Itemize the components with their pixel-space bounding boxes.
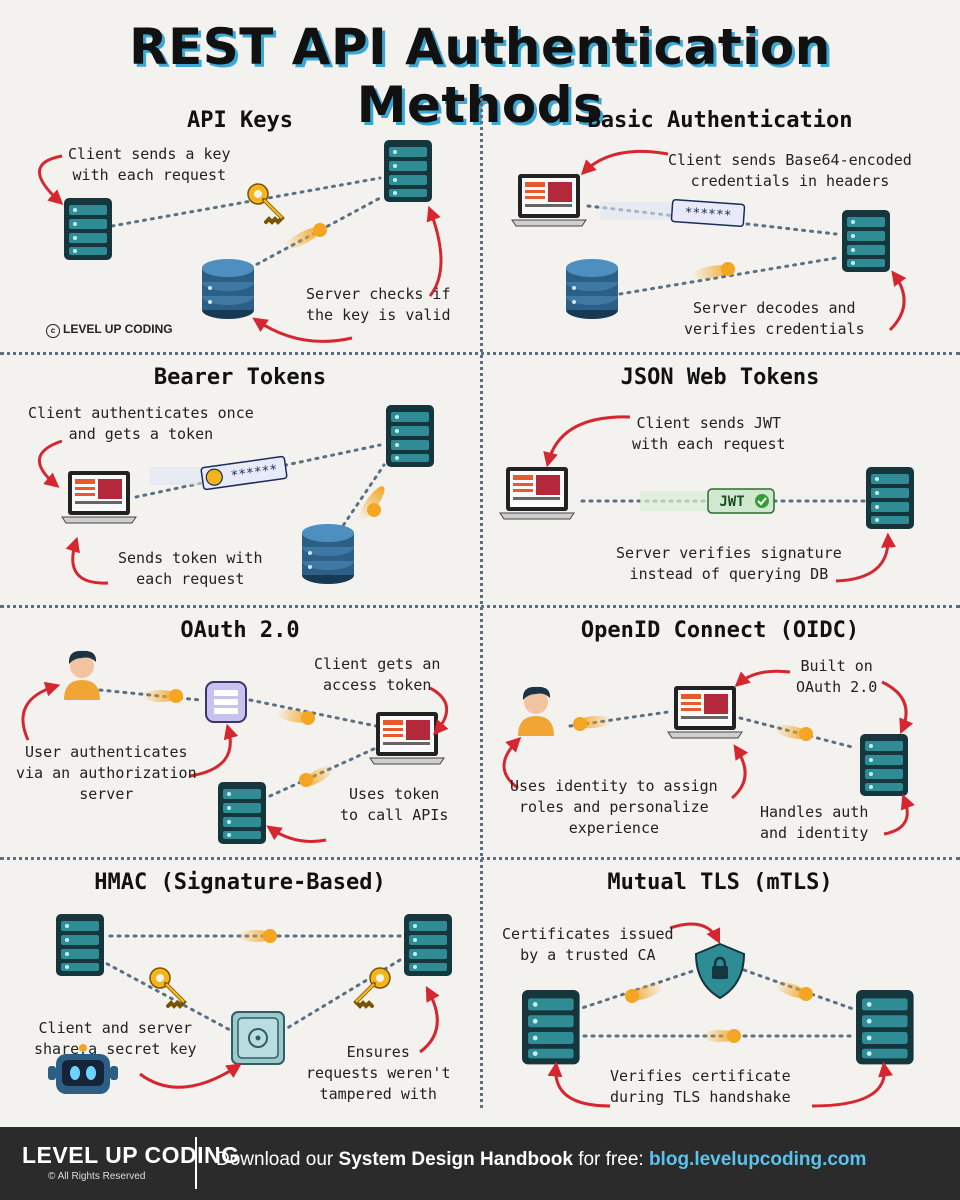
annotation-server-verifies-signature: Server verifies signature instead of que… — [616, 544, 842, 583]
hmac-diagram — [48, 914, 452, 1094]
safe-icon — [231, 1011, 285, 1065]
oidc-diagram — [502, 669, 915, 836]
client-server-icon — [522, 990, 580, 1065]
panel-oauth: OAuth 2.0 Client gets an access token Us… — [0, 608, 480, 861]
panel-bearer-tokens: ****** Bearer Tokens Client authenticate… — [0, 355, 480, 608]
key-icon — [246, 182, 284, 224]
server-icon — [842, 210, 890, 272]
bearer-tokens-diagram: ****** — [37, 405, 434, 585]
check-icon — [755, 494, 769, 508]
api-server-icon — [856, 990, 914, 1065]
annotation-sends-token: Sends token with each request — [118, 549, 263, 588]
footer-cta-bold: System Design Handbook — [338, 1149, 573, 1170]
annotation-handles-auth: Handles auth and identity — [760, 803, 869, 842]
database-icon — [302, 524, 354, 584]
footer-url-link[interactable]: blog.levelupcoding.com — [648, 1149, 867, 1170]
key-icon — [148, 966, 186, 1008]
credit-text: LEVEL UP CODING — [63, 322, 173, 336]
lock-icon — [205, 468, 223, 486]
annotation-client-sends-jwt: Client sends JWT with each request — [632, 414, 786, 453]
annotation-ensures-integrity: Ensures requests weren't tampered with — [306, 1043, 451, 1103]
row-divider — [0, 857, 960, 860]
panel-basic-auth: ****** Basic Authentication Client sends… — [480, 98, 960, 351]
laptop-icon — [667, 685, 743, 739]
footer-bar: LEVEL UP CODING © All Rights Reserved Do… — [0, 1127, 960, 1200]
panel-jwt: JWT JSON Web Tokens Client sends JWT wit… — [480, 355, 960, 608]
panel-title: OpenID Connect (OIDC) — [580, 618, 860, 643]
annotation-server-checks-key: Server checks if the key is valid — [306, 285, 451, 324]
token-mask: ****** — [230, 462, 279, 483]
database-icon — [202, 259, 254, 319]
api-server-icon — [384, 140, 432, 202]
panel-title: Mutual TLS (mTLS) — [607, 870, 833, 895]
jwt-badge: JWT — [719, 494, 744, 510]
password-mask: ****** — [684, 205, 732, 223]
laptop-icon — [61, 470, 137, 524]
annotation-uses-identity: Uses identity to assign roles and person… — [510, 777, 718, 837]
jwt-diagram: JWT — [499, 415, 914, 583]
robot-mascot-icon — [48, 1044, 118, 1094]
footer-cta-suffix: for free: — [572, 1149, 649, 1170]
page-title: REST API Authentication Methods — [129, 18, 831, 134]
server-icon — [386, 405, 434, 467]
annotation-client-sends-credentials: Client sends Base64-encoded credentials … — [668, 151, 912, 190]
user-icon — [518, 686, 554, 736]
oauth-diagram — [21, 650, 449, 844]
annotation-client-sends-key: Client sends a key with each request — [68, 145, 231, 184]
api-keys-diagram — [38, 140, 443, 343]
server-icon — [860, 734, 908, 796]
footer-rights: © All Rights Reserved — [48, 1171, 146, 1182]
database-icon — [566, 259, 618, 319]
basic-auth-diagram: ****** — [511, 149, 907, 332]
annotation-uses-token: Uses token to call APIs — [340, 785, 449, 824]
shield-lock-icon — [694, 942, 746, 1000]
key-icon — [354, 966, 392, 1008]
annotation-client-gets-token: Client gets an access token — [314, 655, 441, 694]
user-icon — [64, 650, 100, 700]
footer-brand: LEVEL UP CODING — [22, 1142, 240, 1168]
column-divider — [480, 98, 483, 1108]
panel-title: Bearer Tokens — [153, 365, 327, 390]
annotation-certificates-issued: Certificates issued by a trusted CA — [502, 925, 674, 964]
server-icon — [866, 467, 914, 529]
annotation-shared-secret: Client and server share a secret key — [34, 1019, 197, 1058]
laptop-icon — [369, 711, 445, 765]
copyright-icon: c — [46, 324, 60, 338]
panel-title: Basic Authentication — [587, 108, 853, 133]
laptop-icon — [511, 173, 587, 227]
annotation-built-on-oauth: Built on OAuth 2.0 — [796, 657, 878, 696]
panel-title: JSON Web Tokens — [620, 365, 820, 390]
footer-divider — [195, 1137, 197, 1189]
client-server-icon — [64, 198, 112, 260]
server-icon — [218, 782, 266, 844]
footer-cta: Download our System Design Handbook for … — [216, 1149, 866, 1171]
annotation-server-verifies: Server decodes and verifies credentials — [684, 299, 865, 338]
panel-api-keys: API Keys Client sends a key with each re… — [0, 98, 480, 351]
annotation-verifies-certificate: Verifies certificate during TLS handshak… — [610, 1067, 791, 1106]
laptop-icon — [499, 466, 575, 520]
row-divider — [0, 605, 960, 608]
annotation-client-authenticates: Client authenticates once and gets a tok… — [28, 404, 254, 443]
mtls-diagram — [522, 922, 914, 1108]
api-server-icon — [404, 914, 452, 976]
panel-oidc: OpenID Connect (OIDC) Built on OAuth 2.0… — [480, 608, 960, 861]
annotation-user-authenticates: User authenticates via an authorization … — [16, 743, 197, 803]
panel-hmac: HMAC (Signature-Based) Client and server… — [0, 860, 480, 1113]
footer-cta-prefix: Download our — [216, 1149, 339, 1170]
client-server-icon — [56, 914, 104, 976]
row-divider — [0, 352, 960, 355]
panel-title: API Keys — [187, 108, 293, 133]
panel-title: HMAC (Signature-Based) — [94, 870, 386, 895]
panel-mtls: Mutual TLS (mTLS) Certificates issued by… — [480, 860, 960, 1113]
panel-title: OAuth 2.0 — [180, 618, 300, 643]
